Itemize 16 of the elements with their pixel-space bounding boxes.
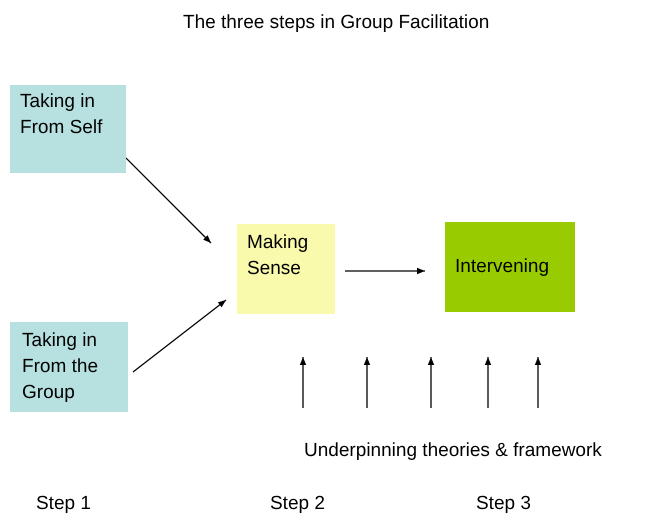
step-label: Step 2 (270, 493, 325, 515)
box-label: Intervening (455, 255, 550, 279)
note-text: Underpinning theories & framework (304, 440, 602, 462)
box-label: Making Sense (247, 231, 310, 281)
diagram-title: The three steps in Group Facilitation (183, 12, 490, 34)
arrow (132, 299, 226, 373)
step-label: Step 1 (36, 493, 91, 515)
arrow (126, 158, 212, 244)
process-box (237, 224, 335, 314)
box-label: Taking in From the Group (22, 329, 100, 405)
step-label: Step 3 (476, 493, 531, 515)
process-box (10, 322, 128, 412)
arrow (345, 268, 425, 274)
process-box (445, 222, 575, 312)
box-label: Taking in From Self (20, 90, 104, 140)
process-box (10, 85, 126, 173)
